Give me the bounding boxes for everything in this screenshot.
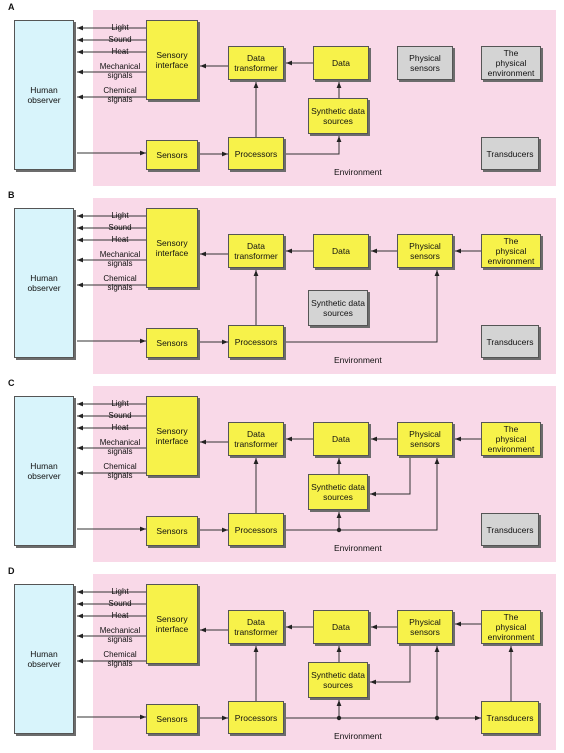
signal-label: Mechanical signals <box>99 626 141 644</box>
signal-label: Chemical signals <box>103 274 137 292</box>
human-observer-box: Human observer <box>14 208 74 358</box>
panel-letter: D <box>8 566 15 576</box>
signal-label: Chemical signals <box>103 462 137 480</box>
data-box: Data <box>313 610 369 644</box>
processors-box: Processors <box>228 325 284 358</box>
signal-label: Sound <box>108 35 132 44</box>
physical-environment-box: The physical environment <box>481 234 541 268</box>
environment-label: Environment <box>334 731 382 741</box>
signal-label: Chemical signals <box>103 650 137 668</box>
connector-line <box>284 136 342 155</box>
connectors <box>77 401 481 533</box>
signal-label: Light <box>111 211 129 220</box>
data-transformer-box: Data transformer <box>228 234 284 268</box>
connector-line <box>370 456 411 497</box>
synthetic-data-sources-box: Synthetic data sources <box>308 662 368 698</box>
connectors <box>77 589 514 721</box>
physical-sensors-box: Physical sensors <box>397 46 453 80</box>
sensory-interface-box: Sensory interface <box>146 396 198 476</box>
physical-sensors-box: Physical sensors <box>397 610 453 644</box>
data-box: Data <box>313 234 369 268</box>
sensory-interface-box: Sensory interface <box>146 20 198 100</box>
signal-label: Light <box>111 399 129 408</box>
junction-dot <box>434 715 440 721</box>
synthetic-data-sources-box: Synthetic data sources <box>308 290 368 326</box>
signal-label: Heat <box>111 47 129 56</box>
environment-label: Environment <box>334 167 382 177</box>
signal-label: Mechanical signals <box>99 438 141 456</box>
physical-environment-box: The physical environment <box>481 422 541 456</box>
signal-label: Mechanical signals <box>99 250 141 268</box>
data-box: Data <box>313 422 369 456</box>
physical-environment-box: The physical environment <box>481 46 541 80</box>
synthetic-data-sources-box: Synthetic data sources <box>308 98 368 134</box>
connectors <box>77 25 342 157</box>
sensory-interface-box: Sensory interface <box>146 208 198 288</box>
signal-label: Mechanical signals <box>99 62 141 80</box>
processors-box: Processors <box>228 513 284 546</box>
physical-environment-box: The physical environment <box>481 610 541 644</box>
data-box: Data <box>313 46 369 80</box>
data-transformer-box: Data transformer <box>228 610 284 644</box>
sensors-box: Sensors <box>146 704 198 734</box>
signal-label: Light <box>111 587 129 596</box>
human-observer-box: Human observer <box>14 396 74 546</box>
signal-label: Heat <box>111 611 129 620</box>
environment-label: Environment <box>334 355 382 365</box>
connectors <box>77 213 481 345</box>
environment-label: Environment <box>334 543 382 553</box>
sensors-box: Sensors <box>146 140 198 170</box>
panel-letter: A <box>8 2 15 12</box>
transducers-box: Transducers <box>481 701 539 734</box>
data-transformer-box: Data transformer <box>228 46 284 80</box>
sensors-box: Sensors <box>146 516 198 546</box>
physical-sensors-box: Physical sensors <box>397 422 453 456</box>
sensors-box: Sensors <box>146 328 198 358</box>
connector-line <box>370 644 411 685</box>
signal-label: Heat <box>111 423 129 432</box>
panel-letter: B <box>8 190 15 200</box>
human-observer-box: Human observer <box>14 584 74 734</box>
signal-label: Light <box>111 23 129 32</box>
processors-box: Processors <box>228 137 284 170</box>
connector-line <box>284 270 440 343</box>
synthetic-data-sources-box: Synthetic data sources <box>308 474 368 510</box>
connector-line <box>284 458 440 531</box>
signal-label: Chemical signals <box>103 86 137 104</box>
processors-box: Processors <box>228 701 284 734</box>
sensory-interface-box: Sensory interface <box>146 584 198 664</box>
human-observer-box: Human observer <box>14 20 74 170</box>
transducers-box: Transducers <box>481 513 539 546</box>
junction-dot <box>336 527 342 533</box>
physical-sensors-box: Physical sensors <box>397 234 453 268</box>
signal-label: Heat <box>111 235 129 244</box>
transducers-box: Transducers <box>481 137 539 170</box>
transducers-box: Transducers <box>481 325 539 358</box>
signal-label: Sound <box>108 599 132 608</box>
signal-label: Sound <box>108 411 132 420</box>
junction-dot <box>336 715 342 721</box>
data-transformer-box: Data transformer <box>228 422 284 456</box>
panel-letter: C <box>8 378 15 388</box>
signal-label: Sound <box>108 223 132 232</box>
